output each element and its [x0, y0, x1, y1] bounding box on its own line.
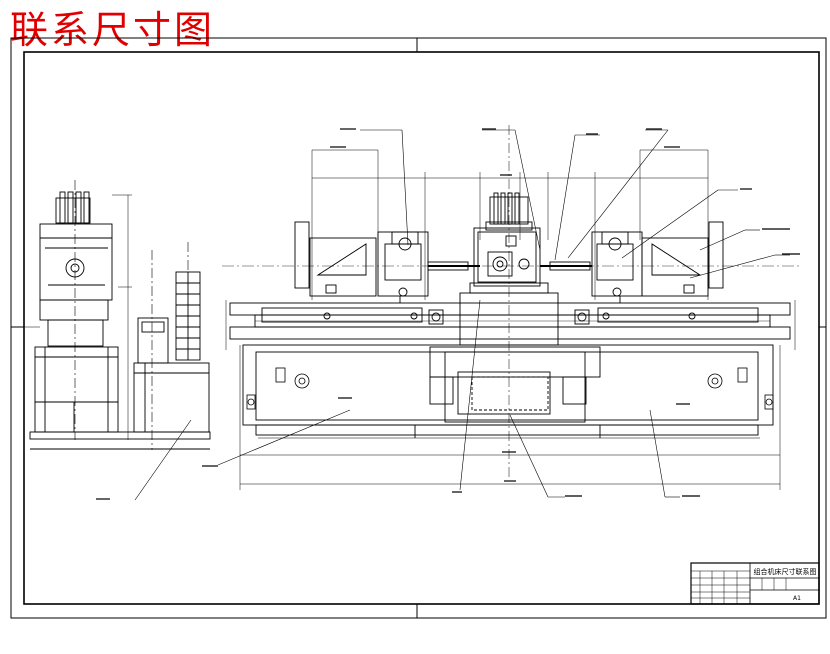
title-block: 组合机床尺寸联系图 A1: [690, 562, 820, 605]
front-view: [217, 125, 800, 498]
title-block-sheet-size: A1: [793, 595, 801, 602]
centering-marks: [11, 38, 826, 618]
title-block-drawing-title: 组合机床尺寸联系图: [754, 567, 817, 576]
outer-frame: [10, 37, 827, 619]
drawing-heading: 联系尺寸图: [10, 8, 216, 52]
inner-frame: [23, 51, 820, 605]
side-view: [24, 180, 211, 501]
annotation-marks: [96, 128, 800, 500]
